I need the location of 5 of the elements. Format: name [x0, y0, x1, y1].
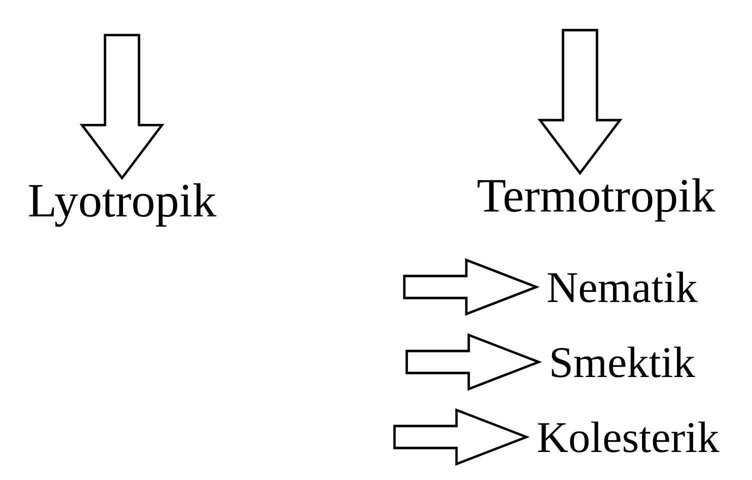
node-label: Nematik [548, 272, 698, 302]
node-label: Kolesterik [538, 422, 720, 452]
node-label: Lyotropik [29, 183, 216, 227]
node-label: Smektik [552, 346, 696, 378]
node-label: Termotropik [478, 178, 716, 222]
